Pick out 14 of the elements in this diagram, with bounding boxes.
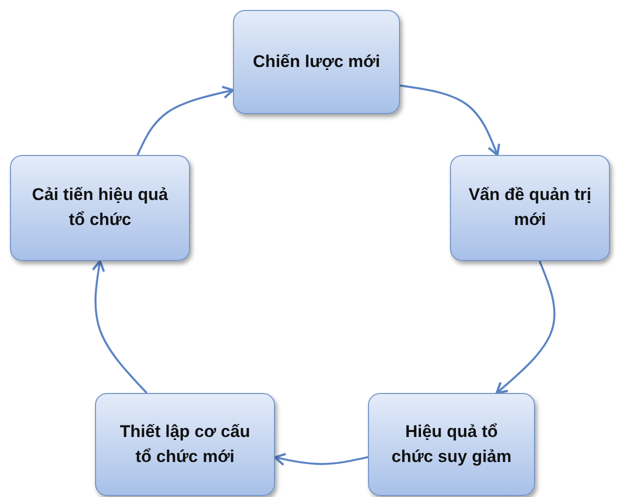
curved-arrow — [496, 260, 556, 394]
box-label: Vấn đề quản trị mới — [468, 184, 592, 231]
curved-arrow — [92, 260, 148, 394]
curved-arrow — [400, 84, 500, 156]
curved-arrow — [274, 452, 368, 466]
box-label: Cải tiến hiệu quả tổ chức — [30, 184, 170, 231]
process-box — [450, 155, 610, 261]
box-label: Thiết lập cơ cấu tổ chức mới — [118, 420, 252, 468]
process-box — [233, 10, 400, 114]
process-box — [10, 155, 190, 261]
box-label: Chiến lược mới — [252, 50, 380, 73]
process-box — [368, 393, 535, 496]
process-box — [95, 393, 275, 496]
box-label: Hiệu quả tổ chức suy giảm — [390, 420, 513, 468]
